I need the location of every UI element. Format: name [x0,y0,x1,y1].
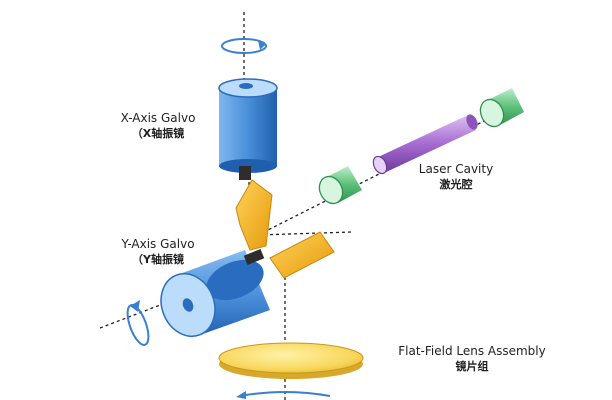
laser-front-mirror [318,166,362,205]
flat-field-lens [218,342,364,379]
laser-label-en: Laser Cavity [418,162,494,176]
x-galvo-label-en: X-Axis Galvo [120,111,196,125]
x-axis-mirror [235,179,273,251]
y-galvo-label-en: Y-Axis Galvo [121,237,195,251]
lens-label: Flat-Field Lens Assembly 镜片组 [372,344,572,374]
beam-paths [99,12,521,400]
laser-tube [372,114,478,175]
y-rotation-arrow-icon [126,300,150,346]
y-galvo-label-cn: （Y轴振镜 [132,253,184,266]
y-axis-galvo-motor [160,248,270,337]
beam-to-y-mirror [257,231,353,236]
lens-label-en: Flat-Field Lens Assembly [398,344,546,358]
bottom-rotation-arrow-icon [236,391,331,399]
x-galvo-label-cn: （X轴振镜 [131,127,185,140]
laser-label-cn: 激光腔 [439,178,473,191]
y-axis-mirror [269,231,335,279]
laser-cavity-label: Laser Cavity 激光腔 [408,162,504,192]
laser-rear-mirror [479,88,524,128]
x-rotation-arrow-icon [221,38,267,54]
y-galvo-label: Y-Axis Galvo （Y轴振镜 [108,237,208,267]
x-galvo-label: X-Axis Galvo （X轴振镜 [108,111,208,141]
lens-label-cn: 镜片组 [455,360,489,373]
x-axis-galvo-motor [218,78,278,180]
